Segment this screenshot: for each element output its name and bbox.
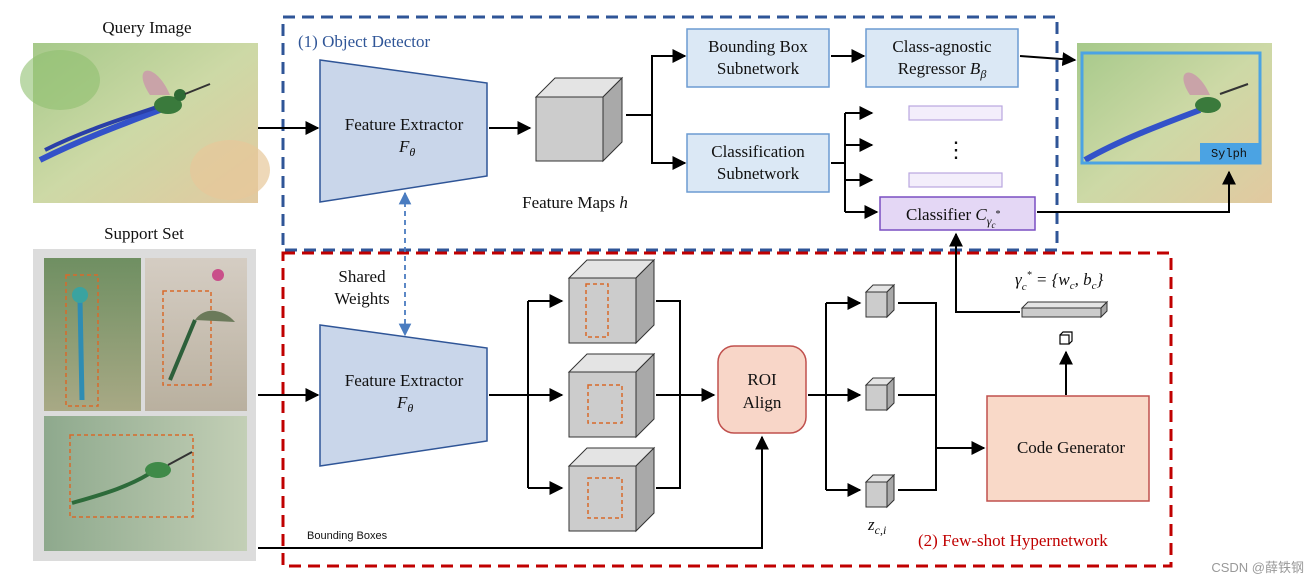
query-image-title: Query Image <box>102 18 191 37</box>
code-generator-label: Code Generator <box>1017 438 1125 457</box>
z-cube-1 <box>864 283 896 319</box>
arrow-bounding-boxes-to-roi <box>258 435 769 549</box>
classification-subnetwork <box>686 133 830 193</box>
roi-align-label-2: Align <box>743 393 782 412</box>
support-image-3 <box>44 416 247 551</box>
roi-align-label-1: ROI <box>747 370 777 389</box>
query-image <box>20 43 270 203</box>
code-small-cube <box>1059 331 1073 345</box>
feature-extractor-top-label: Feature Extractor <box>345 115 464 134</box>
feature-extractor-bottom-label: Feature Extractor <box>345 371 464 390</box>
z-cube-3 <box>864 473 896 509</box>
roi-split <box>808 303 827 490</box>
classification-subnetwork-label-1: Classification <box>711 142 805 161</box>
support-image-1 <box>44 258 141 411</box>
arrow-regressor-to-result <box>1019 52 1077 67</box>
classification-subnetwork-label-2: Subnetwork <box>717 164 800 183</box>
code-generator-box <box>986 395 1150 502</box>
result-tag-label: Sylph <box>1211 147 1247 161</box>
class-agnostic-regressor <box>865 28 1019 88</box>
object-detector-title: (1) Object Detector <box>298 32 430 51</box>
feature-extractor-top <box>319 59 488 203</box>
bbox-subnetwork-label-2: Subnetwork <box>717 59 800 78</box>
feature-extractor-top-symbol: Fθ <box>398 137 415 159</box>
hypernetwork-region <box>281 251 1173 568</box>
regressor-label-2: Regressor Bβ <box>898 59 987 81</box>
z-cube-2 <box>864 376 896 412</box>
bbox-subnetwork <box>686 28 830 88</box>
shared-weights-label-2: Weights <box>334 289 389 308</box>
support-image-2 <box>145 258 247 411</box>
shared-weights-label-1: Shared <box>338 267 386 286</box>
support-cube-3 <box>567 446 656 533</box>
classifier-box <box>879 196 1036 231</box>
regressor-label-1: Class-agnostic <box>892 37 992 56</box>
z-label: zc,i <box>867 515 886 537</box>
few-shot-hypernetwork-title: (2) Few-shot Hypernetwork <box>918 531 1108 550</box>
gamma-equation: γc* = {wc, bc} <box>1015 270 1103 293</box>
classifier-slot-2 <box>908 172 1003 188</box>
extractor-split <box>489 301 529 488</box>
arrow-classifier-to-result <box>1037 170 1236 213</box>
feature-maps-label: Feature Maps h <box>522 193 628 212</box>
featuremap-split <box>626 55 683 164</box>
result-tag <box>1200 143 1259 163</box>
result-image: Sylph <box>1077 43 1272 203</box>
z-merge <box>898 302 980 491</box>
classifier-label: Classifier Cγc* <box>906 205 1000 230</box>
support-cube-1 <box>567 258 656 345</box>
weight-vector-bar <box>1020 300 1109 319</box>
feature-extractor-bottom <box>319 324 488 467</box>
object-detector-region <box>281 15 1059 252</box>
support-set-images <box>33 249 256 561</box>
support-cube-2 <box>567 352 656 439</box>
result-bounding-box <box>1080 51 1262 165</box>
bounding-boxes-label: Bounding Boxes <box>307 530 388 542</box>
classifier-ellipsis: ⋮ <box>945 137 967 162</box>
support-set-title: Support Set <box>104 224 184 243</box>
feature-extractor-bottom-symbol: Fθ <box>396 393 413 415</box>
classifier-slot-1 <box>908 105 1003 121</box>
cls-split <box>831 113 846 212</box>
roi-align-box <box>717 345 807 434</box>
feature-map-cube <box>534 76 624 163</box>
bbox-subnetwork-label-1: Bounding Box <box>708 37 808 56</box>
arrow-weights-to-classifier <box>949 232 1020 313</box>
watermark: CSDN @薛铁钢 <box>1211 560 1304 575</box>
